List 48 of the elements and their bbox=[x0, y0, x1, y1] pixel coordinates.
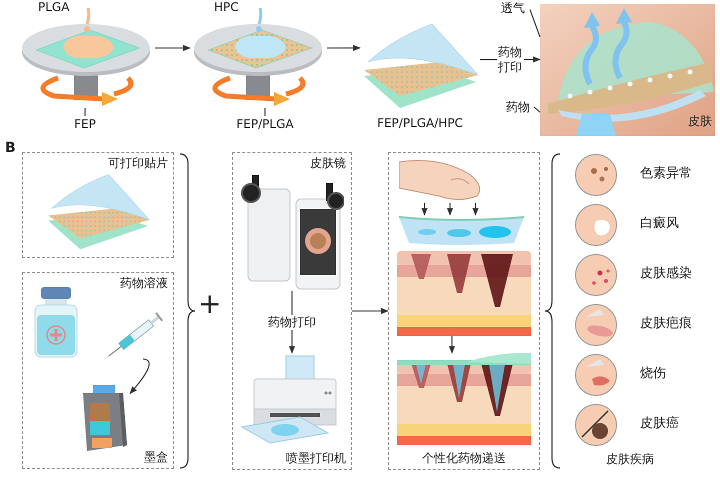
edge-label: 药物打印 bbox=[496, 44, 524, 75]
leader-line bbox=[529, 9, 541, 38]
arrow bbox=[352, 308, 389, 314]
panel-title: 药物溶液 bbox=[120, 276, 168, 291]
panel-title: 墨盒 bbox=[144, 450, 168, 465]
arrow bbox=[327, 44, 361, 51]
condition-label: 白癜风 bbox=[640, 216, 679, 232]
dashed-panel bbox=[22, 272, 174, 469]
condition-label: 色素异常 bbox=[640, 166, 692, 182]
edge-label: 药物打印 bbox=[267, 314, 317, 330]
arrow bbox=[288, 291, 296, 354]
arrow bbox=[446, 203, 454, 216]
layer-label: FEP/PLGA/HPC bbox=[376, 116, 464, 131]
layer-label: FEP bbox=[65, 116, 105, 132]
plus-sign: + bbox=[198, 290, 222, 318]
layer-label: FEP/PLGA bbox=[230, 116, 300, 132]
text-label: HPC bbox=[214, 0, 239, 15]
smartphone-drawing bbox=[240, 173, 344, 291]
leader-line bbox=[264, 108, 266, 116]
condition-label: 皮肤感染 bbox=[640, 266, 692, 282]
panel-title: 个性化药物递送 bbox=[421, 451, 507, 466]
panel-title: 皮肤镜 bbox=[310, 156, 346, 171]
callout-label: 药物 bbox=[502, 99, 534, 115]
dashed-panel bbox=[388, 152, 540, 470]
text-label: 皮肤 bbox=[688, 114, 712, 129]
dashed-panel bbox=[232, 152, 352, 470]
patch-drawing bbox=[399, 215, 524, 245]
treated-skin-drawing bbox=[397, 353, 531, 445]
leader-line bbox=[84, 108, 86, 116]
arrow bbox=[480, 56, 541, 63]
patch-on-skin-drawing bbox=[540, 4, 715, 136]
condition-label: 烧伤 bbox=[640, 366, 666, 382]
dashed-panel bbox=[22, 152, 174, 258]
condition-label: 皮肤疾病 bbox=[606, 452, 654, 467]
skin-lesion-drawing bbox=[397, 251, 531, 336]
leader-line bbox=[534, 106, 540, 113]
condition-label: 皮肤疤痕 bbox=[640, 316, 692, 332]
panel-title: 可打印贴片 bbox=[108, 156, 168, 171]
arrow bbox=[130, 358, 150, 394]
arrow bbox=[448, 336, 456, 354]
arrow bbox=[421, 203, 428, 216]
text-label: PLGA bbox=[38, 0, 70, 15]
arrow bbox=[472, 203, 479, 216]
panel-letter: B bbox=[5, 140, 16, 158]
arrow bbox=[155, 44, 191, 52]
panel-title: 喷墨打印机 bbox=[286, 451, 346, 466]
callout-label: 透气 bbox=[496, 0, 530, 16]
condition-label: 皮肤癌 bbox=[640, 416, 679, 432]
